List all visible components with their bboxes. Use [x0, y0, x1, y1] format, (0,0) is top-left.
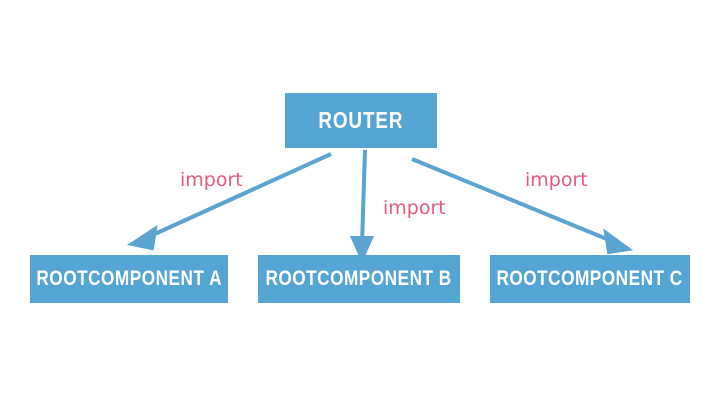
- edge-line-router-to-rootcomponent-a: [145, 152, 332, 240]
- edge-line-router-to-rootcomponent-b: [360, 149, 367, 245]
- node-rootcomponent-b[interactable]: ROOTCOMPONENT B: [258, 255, 460, 303]
- node-rootcomponent-b-label: ROOTCOMPONENT B: [265, 267, 453, 290]
- edge-line-router-to-rootcomponent-c: [411, 157, 615, 244]
- arrowhead-rootcomponent-c: [603, 228, 634, 255]
- edge-label-import-center: import: [383, 197, 446, 219]
- node-router-label: ROUTER: [318, 107, 404, 133]
- arrowhead-rootcomponent-b: [349, 236, 375, 263]
- node-rootcomponent-a-label: ROOTCOMPONENT A: [36, 267, 222, 290]
- edge-label-import-left: import: [180, 169, 243, 191]
- edge-label-import-right: import: [525, 169, 588, 191]
- node-rootcomponent-c[interactable]: ROOTCOMPONENT C: [490, 255, 690, 303]
- node-rootcomponent-c-label: ROOTCOMPONENT C: [496, 267, 684, 290]
- node-router[interactable]: ROUTER: [285, 93, 437, 148]
- arrowhead-rootcomponent-a: [126, 224, 158, 251]
- node-rootcomponent-a[interactable]: ROOTCOMPONENT A: [30, 255, 228, 303]
